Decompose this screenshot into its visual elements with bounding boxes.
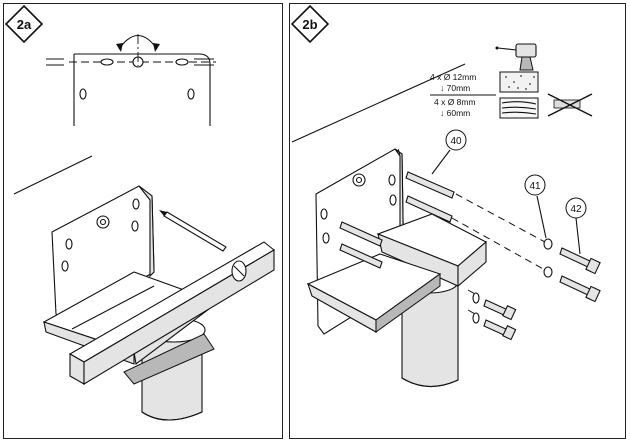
wall-edge-a [13,155,93,195]
step-badge-2b: 2b [290,4,330,44]
wall-anchors [339,171,455,269]
callout-42: 42 [565,197,587,255]
step-2a-panel: 2a [3,3,283,439]
step-label-2b: 2b [302,17,317,32]
wood-icon [499,97,539,119]
spec-line-2: ↓ 70mm [440,83,470,93]
clamp-body-b [306,213,487,333]
step-2b-panel: 2b 4 x Ø 12mm ↓ 70mm 4 x Ø 8mm ↓ 60mm [289,3,626,439]
wall-edge-b [291,63,466,143]
part-label-41: 41 [529,181,541,192]
step-label-2a: 2a [17,17,32,32]
callout-41: 41 [524,174,547,239]
pencil-icon [159,210,227,252]
wall-bracket-a [51,185,155,323]
drill-icon [495,43,537,71]
part-label-42: 42 [570,204,582,215]
spirit-level [68,241,275,385]
spec-line-3: 4 x Ø 8mm [434,97,476,107]
step-2a-drawing: 2a [4,4,275,421]
spec-line-1: 4 x Ø 12mm [430,72,476,82]
lag-screws [483,247,601,341]
rotation-detail [46,34,216,126]
part-label-40: 40 [450,136,462,147]
insertion-guides [397,147,546,315]
step-2b-drawing: 2b 4 x Ø 12mm ↓ 70mm 4 x Ø 8mm ↓ 60mm [290,4,601,388]
rotate-arrow-left [116,43,123,52]
washers [472,238,553,324]
rotate-arrow-right [153,43,160,52]
callout-40: 40 [431,129,467,175]
no-hammer-icon [547,93,593,117]
spec-line-4: ↓ 60mm [440,108,470,118]
masonry-icon [499,71,539,93]
step-badge-2a: 2a [4,4,44,44]
